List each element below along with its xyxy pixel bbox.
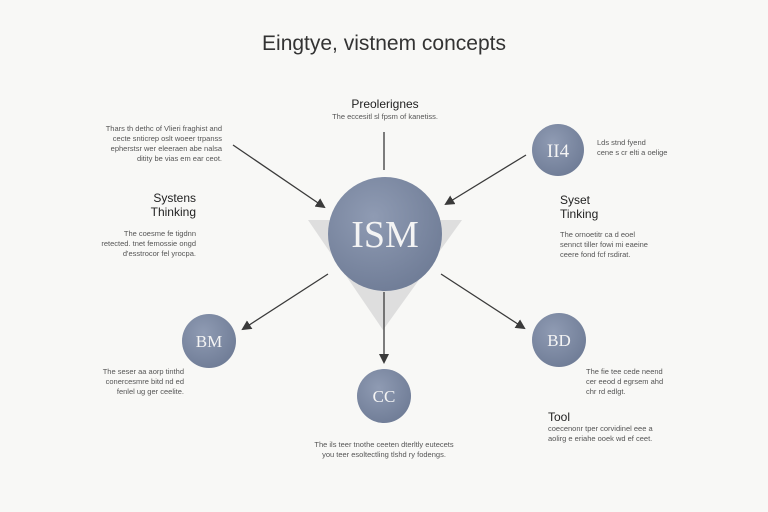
- bottom-right-heading: Tool: [548, 410, 571, 424]
- center-node: [328, 177, 442, 291]
- bottom-right-b-text-line: aolirg e eriahe ooek wd ef ceet.: [548, 434, 653, 443]
- top-right-text-line: Lds stnd fyend: [597, 138, 646, 147]
- node-right-label: BD: [547, 331, 571, 350]
- center-node-label: ISM: [351, 214, 419, 256]
- top-left-text-line: ditity be vias em ear ceot.: [136, 154, 222, 163]
- bottom-left-text-line: conercesmre bitd nd ed: [105, 377, 184, 386]
- bottom-left-text: The seser aa aorp tinthd conercesmre bit…: [76, 367, 184, 397]
- node-top-right: [532, 124, 584, 176]
- bottom-right-text-line: The fie tee cede neend: [586, 367, 663, 376]
- bottom-right-text-line: cer eeod d egrsem ahd: [586, 377, 664, 386]
- node-bottom-label: CC: [373, 387, 396, 406]
- mid-left-heading: Systens Thinking: [90, 191, 196, 219]
- bottom-center-text: The ils teer tnothe ceeten dterltly eute…: [290, 440, 478, 460]
- mid-right-heading-line: Syset: [560, 193, 591, 207]
- bottom-right-b-text: coecenonr tper corvidinel eee a aolirg e…: [548, 424, 688, 444]
- mid-right-heading-line: Tinking: [560, 207, 599, 221]
- mid-left-text: The coesme fe tigdnn retected. tnet femo…: [80, 229, 196, 259]
- node-left: [182, 314, 236, 368]
- node-top-right-label: II4: [547, 141, 570, 162]
- mid-left-heading-line: Thinking: [150, 205, 196, 219]
- bottom-right-text-line: chr rd edlgt.: [586, 387, 626, 396]
- mid-left-heading-line: Systens: [153, 191, 196, 205]
- bottom-center-text-line: The ils teer tnothe ceeten dterltly eute…: [314, 440, 454, 449]
- bottom-left-text-line: The seser aa aorp tinthd: [102, 367, 184, 376]
- node-right: [532, 313, 586, 367]
- bottom-right-b-text-line: coecenonr tper corvidinel eee a: [548, 424, 653, 433]
- bottom-left-text-line: fenlel ug ger ceelite.: [116, 387, 184, 396]
- mid-left-text-line: d'esstrocor fel yrocpa.: [122, 249, 196, 258]
- arrow-top-left: [232, 144, 326, 209]
- mid-right-text: The ornoetitr ca d eoel sennct tiller fo…: [560, 230, 680, 260]
- mid-left-text-line: The coesme fe tigdnn: [123, 229, 196, 238]
- mid-right-text-line: sennct tiller fowi mi eaeine: [560, 240, 648, 249]
- top-heading: Preolerignes: [351, 97, 419, 111]
- top-text: The eccesitl sl fpsm of kanetiss.: [332, 112, 438, 121]
- mid-left-text-line: retected. tnet femossie ongd: [101, 239, 196, 248]
- mid-right-text-line: ceere fond fcf rsdirat.: [560, 250, 631, 259]
- top-left-text-line: epherstsr wer eleeraen abe nalsa: [110, 144, 222, 153]
- top-right-text-line: cene s cr elti a oelige: [597, 148, 668, 157]
- bottom-center-text-line: you teer esoltectling tlshd ry fodengs.: [322, 450, 446, 459]
- arrow-right: [440, 273, 526, 330]
- top-left-text-line: Thars th dethc of Vlieri fraghist and: [105, 124, 222, 133]
- top-left-text: Thars th dethc of Vlieri fraghist and ce…: [70, 124, 222, 164]
- bottom-right-text: The fie tee cede neend cer eeod d egrsem…: [586, 367, 696, 397]
- arrow-top-right: [444, 154, 527, 206]
- mid-right-heading: Syset Tinking: [560, 193, 660, 221]
- node-left-label: BM: [196, 332, 222, 351]
- diagram-title: Eingtye, vistnem concepts: [262, 32, 506, 55]
- arrow-left: [241, 273, 329, 331]
- node-bottom: [357, 369, 411, 423]
- top-right-text: Lds stnd fyend cene s cr elti a oelige: [597, 138, 707, 158]
- top-left-text-line: cecte snticrep oslt woeer trpanss: [112, 134, 222, 143]
- mid-right-text-line: The ornoetitr ca d eoel: [560, 230, 636, 239]
